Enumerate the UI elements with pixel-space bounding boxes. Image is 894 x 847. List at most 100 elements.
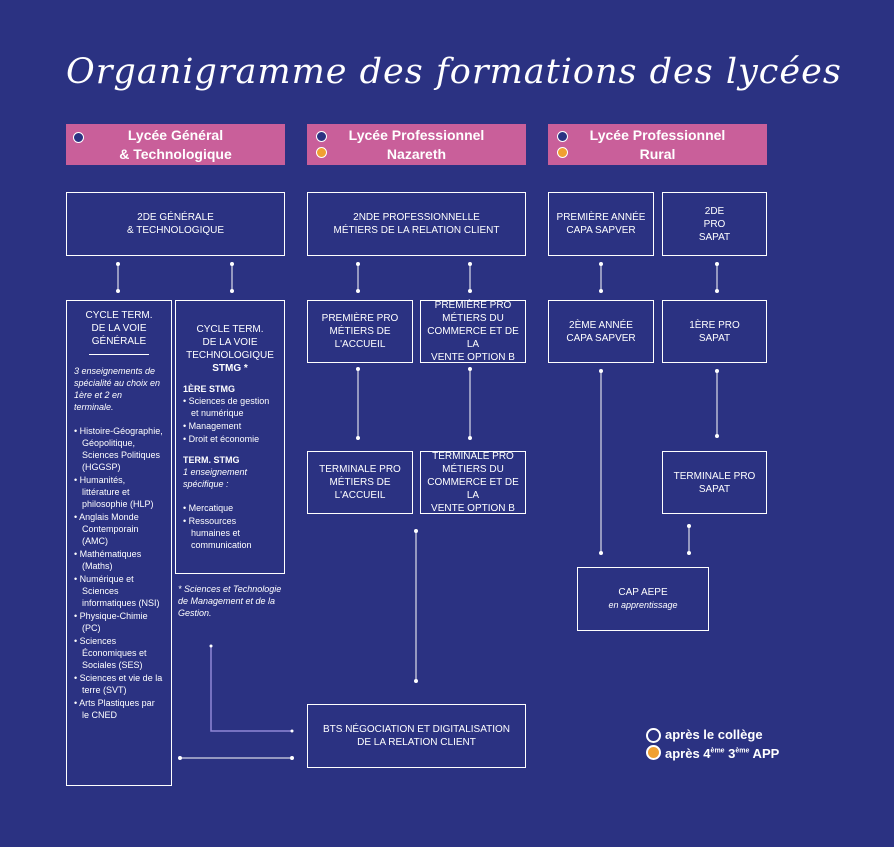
term-stmg-intro: 1 enseignement spécifique : [183,467,248,489]
box-line: MÉTIERS DE [329,477,391,488]
box-premiere-annee-capa: PREMIÈRE ANNÉE CAPA SAPVER [548,192,654,256]
box-cycle-voie-generale: CYCLE TERM. DE LA VOIE GÉNÉRALE 3 enseig… [66,300,172,786]
box-2de-generale: 2DE GÉNÉRALE & TECHNOLOGIQUE [66,192,285,256]
page-title: Organigramme des formations des lycées [66,52,842,92]
header-line-1: Lycée Général [127,127,224,143]
box-line: L'ACCUEIL [334,339,386,350]
box-2eme-annee-capa: 2ÈME ANNÉE CAPA SAPVER [548,300,654,363]
list-item: Humanités, littérature et philosophie (H… [74,474,164,510]
box-line: 2NDE PROFESSIONNELLE [353,212,480,223]
box-line: PREMIÈRE PRO [434,300,512,311]
list-item: Sciences et vie de la terre (SVT) [74,672,164,696]
legend-label: après le collège [665,727,763,742]
box-line: 2ÈME ANNÉE [569,319,633,331]
list-item: Sciences Économiques et Sociales (SES) [74,635,164,671]
box-premiere-pro-commerce: PREMIÈRE PRO MÉTIERS DU COMMERCE ET DE L… [420,300,526,363]
box-line: SAPAT [698,332,731,344]
list-item: Sciences de gestion et numérique [183,395,277,419]
term-stmg-list: Mercatique Ressources humaines et commun… [183,502,277,551]
header-line-2: Nazareth [386,146,447,162]
box-line: CAPA SAPVER [566,225,636,236]
list-item: Ressources humaines et communication [183,515,277,551]
list-item: Anglais Monde Contemporain (AMC) [74,511,164,547]
legend-item: après 4ème 3ème APP [646,743,779,762]
column-title-line: DE LA VOIE [202,337,258,348]
column-title-line: GÉNÉRALE [91,336,147,347]
list-item: Histoire-Géographie, Géopolitique, Scien… [74,425,164,473]
stmg-footnote: * Sciences et Technologie de Management … [178,584,282,618]
first-stmg-list: Sciences de gestion et numérique Managem… [183,395,277,445]
box-line: TERMINALE PRO [432,451,514,462]
navy-dot-icon [557,131,568,142]
column-title-line: DE LA VOIE [91,323,147,334]
box-line: SAPAT [698,231,731,243]
specialites-list: Histoire-Géographie, Géopolitique, Scien… [74,425,164,721]
box-line: CAP AEPE [618,587,668,598]
box-cycle-voie-technologique: CYCLE TERM. DE LA VOIE TECHNOLOGIQUE STM… [175,300,285,574]
legend: après le collège après 4ème 3ème APP [646,726,779,762]
list-item: Mathématiques (Maths) [74,548,164,572]
column-title-line: TECHNOLOGIQUE [186,350,274,361]
header-lycee-pro-nazareth: Lycée Professionnel Nazareth [307,124,526,165]
box-line: MÉTIERS DU [442,313,504,324]
box-line: VENTE OPTION B [431,352,515,363]
column-title-line: STMG * [212,363,248,374]
list-item: Arts Plastiques par le CNED [74,697,164,721]
box-line: & TECHNOLOGIQUE [126,225,225,236]
box-line: 2DE [704,205,725,217]
first-stmg-heading: 1ÈRE STMG [183,384,236,394]
box-line: COMMERCE ET DE LA [427,326,519,350]
box-line: MÉTIERS DU [442,464,504,475]
box-terminale-pro-commerce: TERMINALE PRO MÉTIERS DU COMMERCE ET DE … [420,451,526,514]
list-item: Numérique et Sciences informatiques (NSI… [74,573,164,609]
box-terminale-pro-sapat: TERMINALE PRO SAPAT [662,451,767,514]
orange-dot-icon [646,745,661,760]
term-stmg-heading: TERM. STMG [183,455,240,465]
box-premiere-pro-accueil: PREMIÈRE PRO MÉTIERS DE L'ACCUEIL [307,300,413,363]
box-line: CAPA SAPVER [566,332,636,344]
list-item: Mercatique [183,502,277,514]
navy-dot-icon [646,728,661,743]
box-line: BTS NÉGOCIATION ET DIGITALISATION [322,724,511,735]
box-line: L'ACCUEIL [334,490,386,501]
list-item: Physique-Chimie (PC) [74,610,164,634]
header-lycee-pro-rural: Lycée Professionnel Rural [548,124,767,165]
box-line: PREMIÈRE ANNÉE [556,212,646,223]
orange-dot-icon [316,147,327,158]
list-item: Management [183,420,277,432]
navy-dot-icon [73,132,84,143]
header-line-2: Rural [639,146,676,162]
box-2de-pro-sapat: 2DE PRO SAPAT [662,192,767,256]
box-line: PRO [703,218,726,230]
box-1ere-pro-sapat: 1ÈRE PRO SAPAT [662,300,767,363]
column-title-line: CYCLE TERM. [196,324,264,335]
box-line: PREMIÈRE PRO [321,313,399,324]
column-title-line: CYCLE TERM. [85,310,153,321]
box-line: MÉTIERS DE LA RELATION CLIENT [333,225,500,236]
list-item: Droit et économie [183,433,277,445]
header-line-1: Lycée Professionnel [348,127,485,143]
navy-dot-icon [316,131,327,142]
divider [89,354,149,355]
box-line: VENTE OPTION B [431,503,515,514]
box-line: COMMERCE ET DE LA [427,477,519,501]
box-bts: BTS NÉGOCIATION ET DIGITALISATION DE LA … [307,704,526,768]
header-lycee-general: Lycée Général & Technologique [66,124,285,165]
header-line-2: & Technologique [119,146,232,162]
box-line: 1ÈRE PRO [689,319,740,331]
orange-dot-icon [557,147,568,158]
box-cap-aepe: CAP AEPE en apprentissage [577,567,709,631]
box-terminale-pro-accueil: TERMINALE PRO MÉTIERS DE L'ACCUEIL [307,451,413,514]
legend-item: après le collège [646,726,779,743]
box-line: TERMINALE PRO [319,464,401,475]
box-line: DE LA RELATION CLIENT [357,737,476,748]
specialites-intro: 3 enseignements de spécialité au choix e… [74,366,161,412]
box-2nde-professionnelle: 2NDE PROFESSIONNELLE MÉTIERS DE LA RELAT… [307,192,526,256]
box-line: en apprentissage [608,600,678,610]
box-line: 2DE GÉNÉRALE [137,212,214,223]
box-line: SAPAT [698,483,731,495]
box-line: TERMINALE PRO [673,470,756,482]
box-line: MÉTIERS DE [329,326,391,337]
header-line-1: Lycée Professionnel [589,127,726,143]
